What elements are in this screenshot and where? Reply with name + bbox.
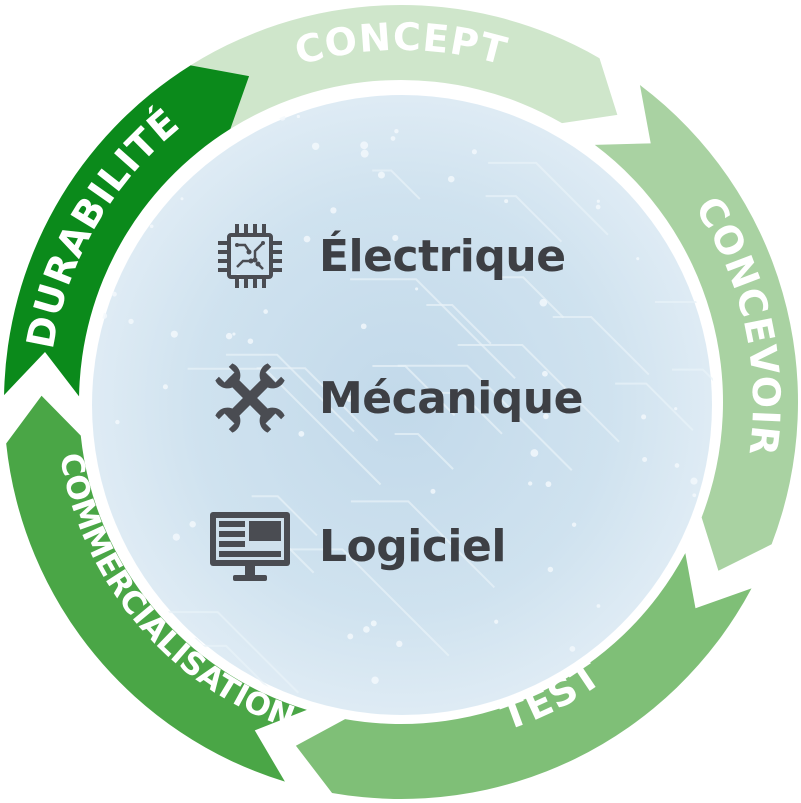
discipline-label: Électrique	[319, 230, 566, 282]
circuit-pad	[347, 633, 354, 640]
circuit-pad	[674, 407, 678, 411]
circuit-pad	[225, 332, 233, 340]
circuit-pad	[415, 287, 419, 291]
circuit-pad	[330, 207, 337, 214]
circuit-trace	[552, 315, 650, 376]
circuit-trace	[225, 353, 355, 433]
circuit-pad	[296, 114, 301, 119]
segment-concevoir	[594, 84, 798, 571]
circuit-pad	[641, 414, 647, 420]
circuit-pad	[542, 370, 548, 377]
circuit-trace	[394, 433, 454, 470]
circuit-pad	[569, 646, 576, 652]
circuit-trace	[488, 161, 609, 236]
circuit-pad	[180, 197, 184, 201]
circuit-pad	[471, 149, 477, 155]
circuit-pad	[247, 338, 254, 344]
circuit-pad	[596, 604, 601, 608]
discipline-mecanique: Mécanique	[205, 358, 583, 438]
circuit-pad	[170, 330, 178, 338]
circuit-pad	[430, 488, 436, 494]
circuit-pad	[396, 640, 403, 648]
discipline-electrique: Électrique	[205, 216, 566, 296]
circuit-pad	[571, 522, 577, 527]
circuit-pad	[447, 175, 455, 183]
circuit-pad	[360, 141, 369, 150]
circuit-pad	[636, 257, 640, 261]
monitor-icon	[205, 506, 295, 586]
circuit-trace	[457, 343, 620, 443]
chip-icon	[205, 216, 295, 296]
circuit-trace	[372, 169, 421, 200]
circuit-pad	[232, 332, 236, 336]
circuit-pad	[596, 199, 600, 203]
circuit-pad	[394, 129, 399, 134]
circuit-trace	[615, 382, 694, 431]
circuit-trace	[271, 548, 450, 657]
circuit-pad	[543, 413, 549, 420]
circuit-pad	[539, 298, 548, 307]
circuit-pad	[674, 463, 680, 468]
circuit-pad	[504, 199, 509, 204]
circuit-pad	[303, 235, 311, 243]
circuit-pad	[360, 323, 367, 330]
circuit-pad	[528, 481, 533, 486]
circuit-pad	[311, 142, 320, 150]
circuit-pad	[112, 291, 117, 297]
discipline-label: Logiciel	[319, 520, 506, 572]
circuit-pad	[346, 395, 353, 402]
circuit-pad	[149, 224, 154, 229]
circuit-pad	[172, 533, 180, 541]
circuit-trace	[256, 367, 379, 442]
circuit-pad	[115, 419, 120, 425]
circuit-pad	[363, 626, 370, 633]
circuit-trace	[372, 365, 456, 417]
segment-concept	[179, 4, 618, 136]
circuit-trace	[163, 611, 300, 694]
circuit-trace	[485, 195, 563, 243]
segment-test	[295, 553, 752, 799]
discipline-label: Mécanique	[319, 372, 583, 424]
circuit-pad	[263, 309, 268, 314]
segment-commercialisation	[6, 395, 307, 782]
circuit-pad	[692, 493, 697, 498]
circuit-trace	[251, 495, 318, 537]
circuit-trace	[671, 368, 714, 417]
circuit-pad	[595, 204, 601, 210]
circuit-pad	[530, 449, 539, 457]
circuit-pad	[547, 566, 554, 573]
circuit-pad	[128, 318, 134, 325]
circuit-pad	[545, 481, 552, 488]
circuit-trace	[496, 276, 565, 319]
circuit-trace	[397, 364, 573, 471]
discipline-logiciel: Logiciel	[205, 506, 506, 586]
circuit-pad	[392, 234, 399, 242]
segment-durabilite	[4, 65, 250, 397]
circuit-pad	[189, 520, 196, 528]
circuit-pad	[371, 676, 379, 684]
circuit-trace	[350, 500, 496, 589]
circuit-pad	[360, 149, 369, 158]
circuit-pad	[298, 430, 305, 437]
circuit-pad	[390, 136, 396, 141]
circuit-pad	[162, 384, 168, 390]
circuit-pad	[370, 620, 377, 627]
circuit-trace	[433, 391, 503, 435]
circuit-pad	[494, 619, 499, 624]
tools-icon	[205, 358, 295, 438]
circuit-pad	[538, 256, 547, 264]
circuit-trace	[426, 304, 492, 345]
circuit-pad	[642, 457, 648, 463]
circuit-pad	[690, 477, 698, 485]
circuit-pad	[377, 171, 385, 179]
